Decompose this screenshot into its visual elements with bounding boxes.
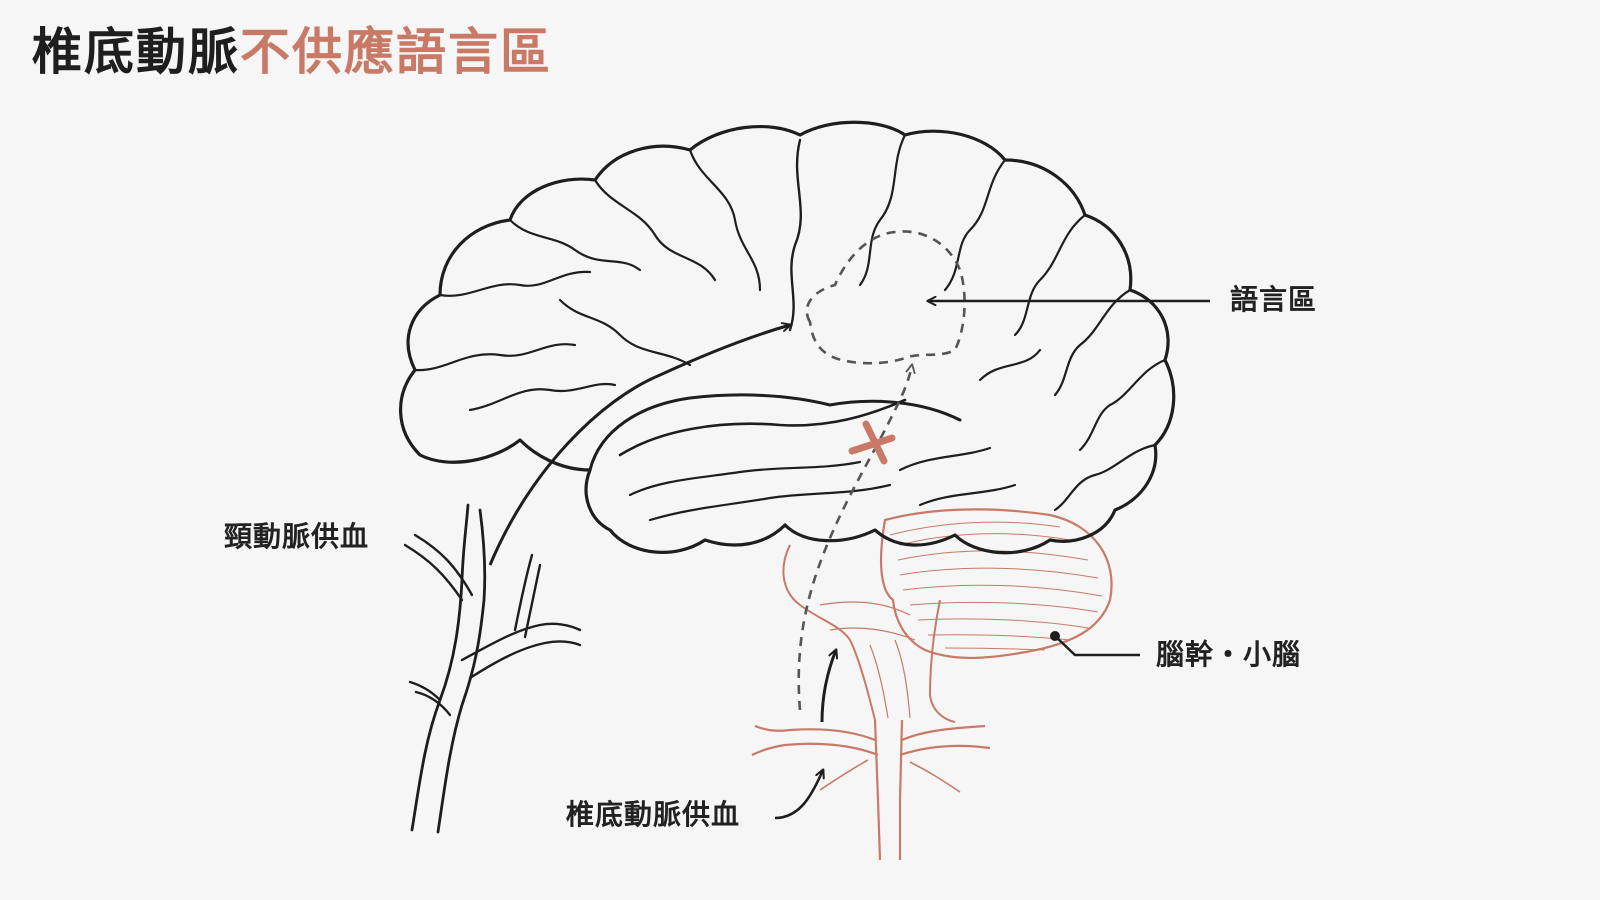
vertebrobasilar-label-arrow (774, 770, 823, 820)
label-language-area: 語言區 (1230, 283, 1318, 316)
title-part-claim: 不供應語言區 (240, 23, 552, 81)
blocked-cross-icon (848, 420, 896, 465)
cerebellum (879, 508, 1113, 659)
language-area-region (805, 230, 966, 365)
cerebrum (398, 120, 1176, 555)
title-part-artery: 椎底動脈 (32, 23, 240, 81)
vertebrobasilar-supply-arrow (820, 650, 836, 723)
label-brainstem-cerebellum: 腦幹・小腦 (1156, 638, 1302, 671)
label-vertebrobasilar-supply: 椎底動脈供血 (566, 798, 741, 831)
vertebrobasilar-artery (751, 719, 991, 861)
page-title: 椎底動脈不供應語言區 (32, 22, 552, 82)
vertebrobasilar-dashed-path (797, 365, 912, 711)
brainstem-cerebellum-leader (1050, 631, 1140, 657)
carotid-supply-arrow (488, 325, 790, 566)
label-carotid-supply: 頸動脈供血 (224, 520, 370, 553)
carotid-artery (403, 503, 582, 834)
